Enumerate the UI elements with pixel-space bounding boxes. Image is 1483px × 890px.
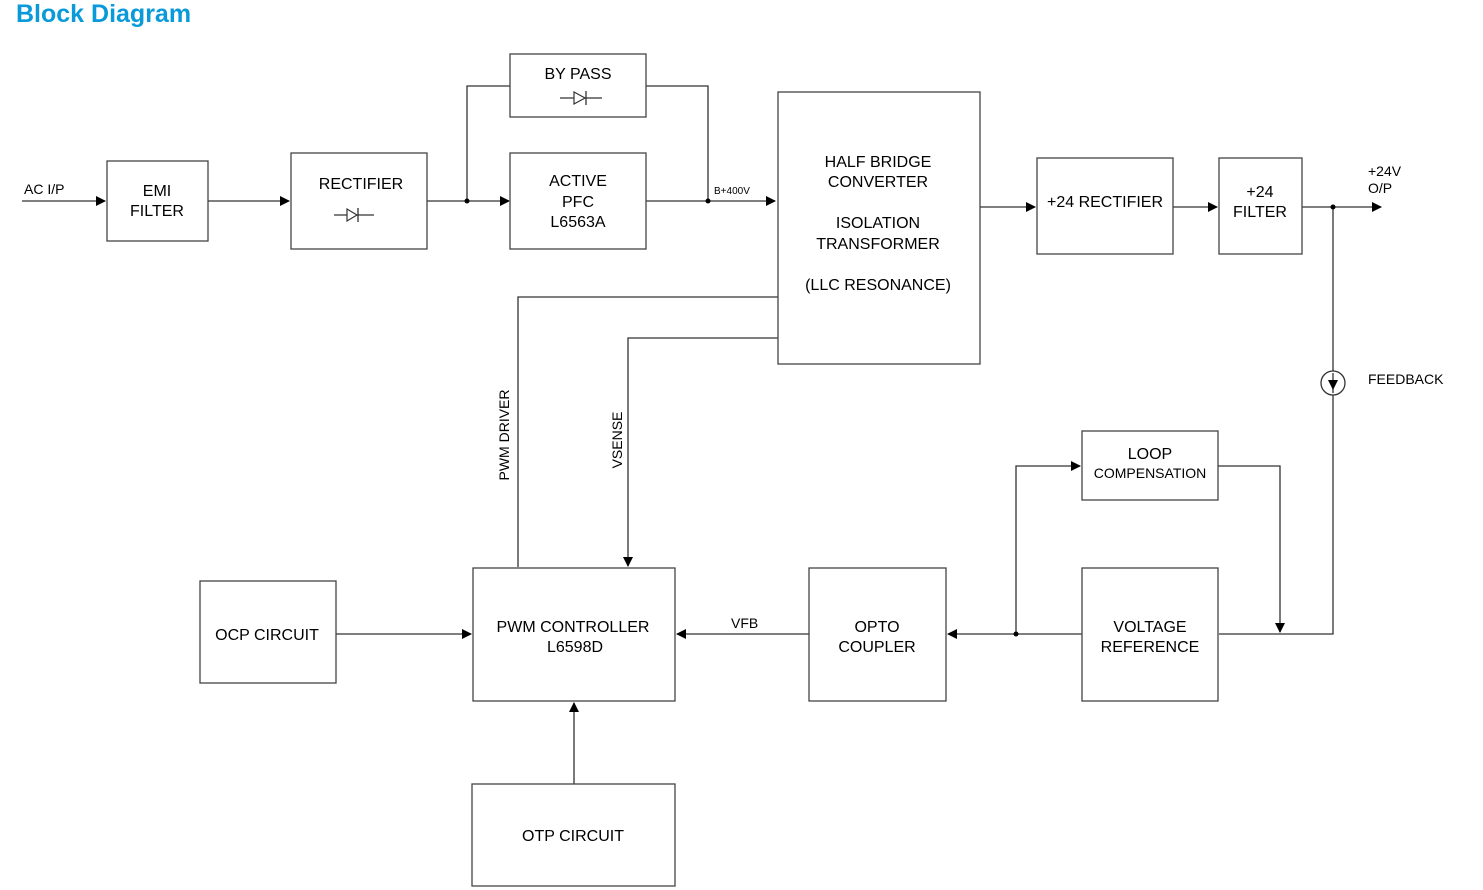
page-title: Block Diagram (16, 0, 192, 28)
half-bridge-label: TRANSFORMER (816, 236, 940, 253)
pwm-controller-label: PWM CONTROLLER (497, 619, 650, 636)
half-bridge-label: CONVERTER (828, 174, 928, 191)
half-bridge-label: ISOLATION (836, 215, 920, 232)
emi-filter-label: FILTER (130, 203, 184, 220)
filter-24-block: +24 FILTER (1218, 157, 1303, 255)
opto-coupler-block: OPTO COUPLER (808, 567, 947, 702)
diode-icon (560, 90, 602, 106)
feedback-line (1219, 207, 1334, 635)
vsense-label: VSENSE (609, 412, 625, 469)
feedback-arrow-icon (1328, 380, 1338, 390)
vsense-line (623, 337, 778, 567)
bypass-in-line (466, 85, 510, 201)
otp-circuit-label: OTP CIRCUIT (522, 828, 624, 845)
active-pfc-block: ACTIVE PFC L6563A (509, 152, 647, 250)
pwm-controller-label: L6598D (547, 639, 603, 656)
pfc-label: ACTIVE (549, 173, 607, 190)
ocp-circuit-block: OCP CIRCUIT (199, 580, 337, 684)
junction-dot (1330, 204, 1336, 210)
junction-dot (1013, 631, 1019, 637)
pwm-driver-line (517, 296, 778, 567)
ac-input-label: AC I/P (24, 181, 64, 197)
junction-dot (705, 198, 711, 204)
emi-filter-block: EMI FILTER (106, 160, 209, 242)
opto-coupler-label: OPTO (854, 619, 899, 636)
loop-compensation-label: COMPENSATION (1094, 465, 1207, 481)
voltage-reference-label: VOLTAGE (1113, 619, 1186, 636)
filter-24-label: FILTER (1233, 204, 1287, 221)
half-bridge-label: (LLC RESONANCE) (805, 277, 951, 294)
output-label: O/P (1368, 180, 1392, 196)
rectifier-label: RECTIFIER (319, 176, 403, 193)
pwm-controller-block: PWM CONTROLLER L6598D (472, 567, 676, 702)
connections (22, 85, 1382, 784)
pwm-driver-label: PWM DRIVER (496, 390, 512, 481)
rectifier-block: RECTIFIER (290, 152, 428, 250)
b400-label: B+400V (714, 186, 750, 197)
bypass-out-line (646, 85, 709, 201)
bypass-label: BY PASS (545, 66, 612, 83)
pfc-label: L6563A (550, 214, 605, 231)
bypass-block: BY PASS (509, 53, 647, 118)
opto-coupler-label: COUPLER (838, 639, 915, 656)
otp-circuit-block: OTP CIRCUIT (471, 783, 676, 887)
rectifier-24-label: +24 RECTIFIER (1047, 194, 1163, 211)
vfb-label: VFB (731, 615, 758, 631)
diode-icon (334, 207, 374, 223)
pfc-label: PFC (562, 194, 594, 211)
opto-to-loop-line (1015, 461, 1081, 634)
voltage-reference-label: REFERENCE (1101, 639, 1200, 656)
voltage-reference-block: VOLTAGE REFERENCE (1081, 567, 1219, 702)
half-bridge-label: HALF BRIDGE (825, 154, 932, 171)
filter-24-label: +24 (1246, 184, 1273, 201)
loop-compensation-label: LOOP (1128, 446, 1172, 463)
junction-dot (464, 198, 470, 204)
emi-filter-label: EMI (143, 183, 171, 200)
rectifier-24-block: +24 RECTIFIER (1036, 157, 1174, 255)
half-bridge-block: HALF BRIDGE CONVERTER ISOLATION TRANSFOR… (777, 91, 981, 365)
ocp-circuit-label: OCP CIRCUIT (215, 627, 319, 644)
output-label: +24V (1368, 163, 1402, 179)
loop-compensation-block: LOOP COMPENSATION (1081, 430, 1219, 501)
feedback-label: FEEDBACK (1368, 371, 1444, 387)
loop-to-vref-line (1218, 465, 1285, 633)
